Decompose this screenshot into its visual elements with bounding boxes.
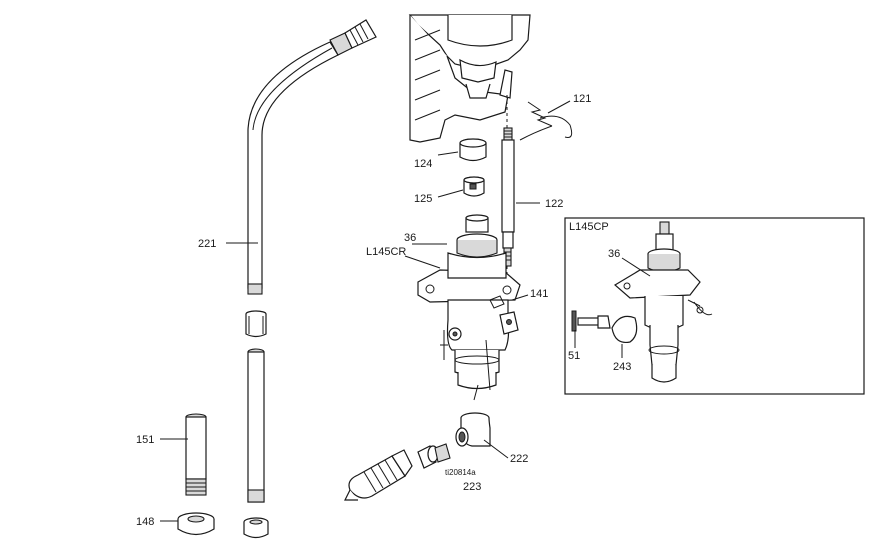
bushing-125 <box>463 176 485 197</box>
inset-pump-assembly <box>613 221 713 383</box>
inset-callout-243: 243 <box>613 361 631 373</box>
nipple-151 <box>185 413 207 496</box>
callout-148: 148 <box>136 516 154 528</box>
callout-l145cr: L145CR <box>366 246 406 258</box>
figure-code: ti20814a <box>445 468 476 477</box>
inset-valve-51 <box>571 310 611 332</box>
callout-124: 124 <box>414 158 432 170</box>
elbow-222 <box>455 412 491 447</box>
suction-strainer <box>344 449 413 501</box>
inset-callout-36: 36 <box>608 248 620 260</box>
bushing-148 <box>177 512 215 536</box>
pump-lower-assembly <box>417 214 521 401</box>
tube-end-fitting <box>329 19 377 56</box>
lower-pipe <box>247 348 265 503</box>
callout-122: 122 <box>545 198 563 210</box>
callout-222: 222 <box>510 453 528 465</box>
inset-callout-51: 51 <box>568 350 580 362</box>
clip-121 <box>519 101 573 141</box>
callout-141: 141 <box>530 288 548 300</box>
cup-124 <box>459 138 487 162</box>
pipe-nut <box>243 517 269 539</box>
displacement-rod-122 <box>501 127 515 267</box>
inset-title: L145CP <box>569 221 609 233</box>
callout-223: 223 <box>463 481 481 493</box>
callout-36: 36 <box>404 232 416 244</box>
callout-121: 121 <box>573 93 591 105</box>
callout-221: 221 <box>198 238 216 250</box>
tube-coupling <box>245 310 267 338</box>
inset-frame-l145cp <box>564 217 865 395</box>
suction-tube-221 <box>247 41 339 295</box>
fitting-223 <box>417 443 451 469</box>
callout-151: 151 <box>136 434 154 446</box>
callout-125: 125 <box>414 193 432 205</box>
inset-plug-243 <box>611 315 638 344</box>
mounting-bracket <box>408 14 531 143</box>
